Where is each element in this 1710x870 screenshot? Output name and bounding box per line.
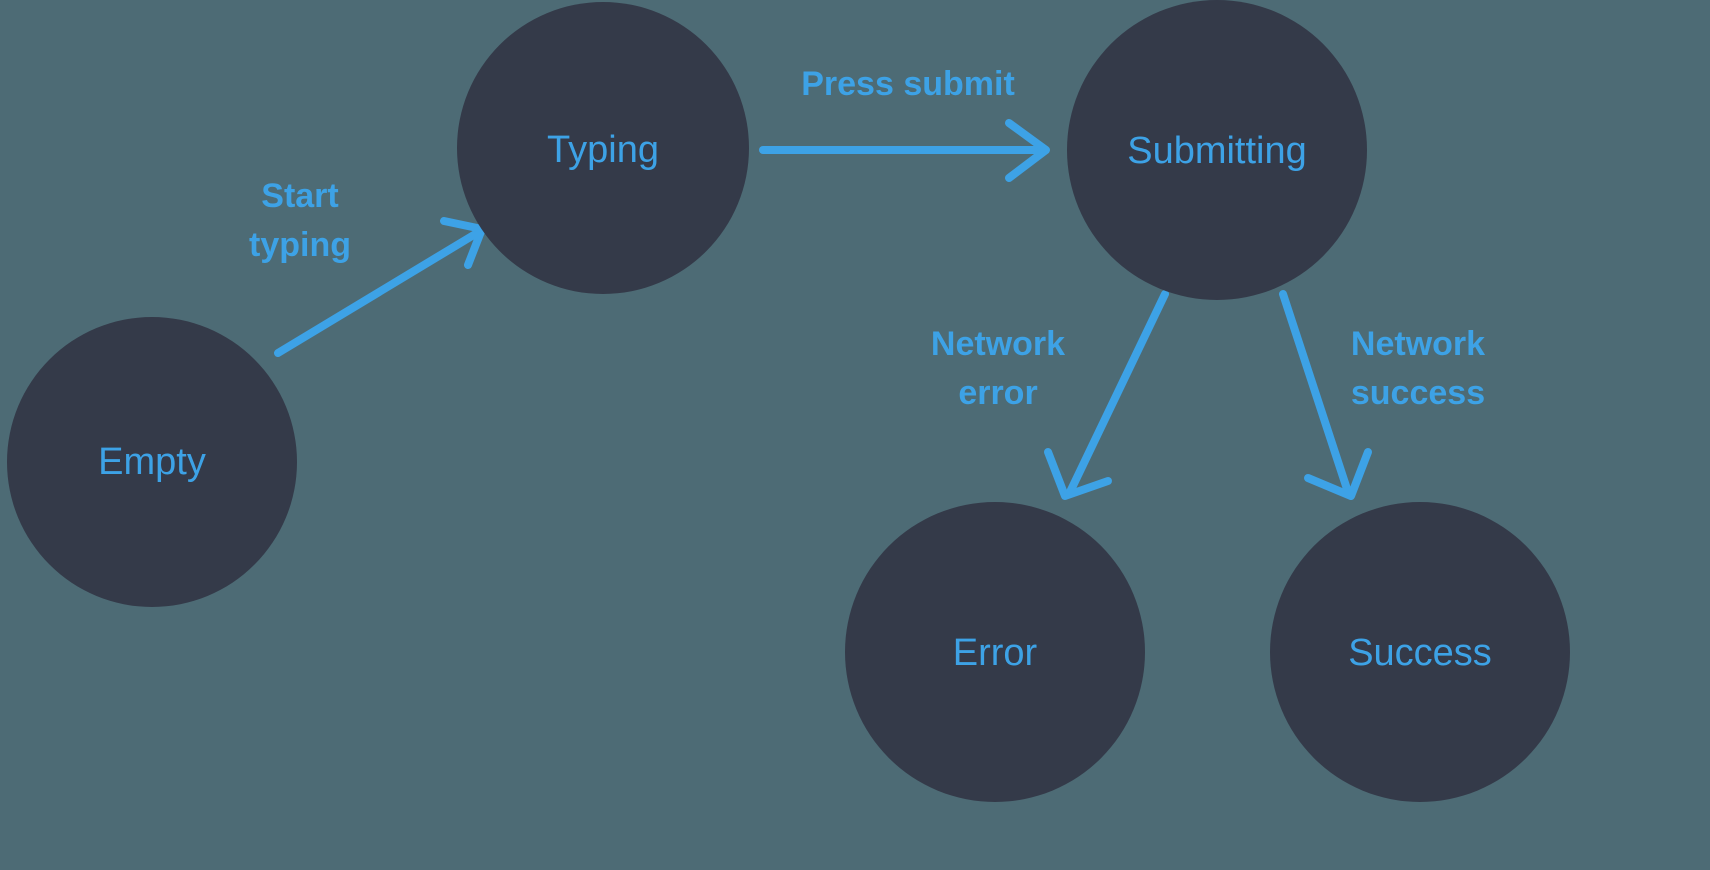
state-node-success-circle[interactable] bbox=[1270, 502, 1570, 802]
edge-empty-to-typing-line bbox=[274, 229, 481, 357]
state-node-submitting[interactable]: Submitting bbox=[1067, 0, 1367, 300]
state-node-success-label: Success bbox=[1348, 632, 1492, 674]
edge-label-start-typing-line1: Start bbox=[261, 177, 338, 215]
state-node-typing[interactable]: Typing bbox=[457, 2, 749, 294]
state-node-success[interactable]: Success bbox=[1270, 502, 1570, 802]
state-node-empty[interactable]: Empty bbox=[7, 317, 297, 607]
edge-submitting-to-error bbox=[1044, 290, 1169, 500]
edge-label-network-error-line1: Network bbox=[931, 325, 1065, 363]
edge-typing-to-submitting-arrowhead bbox=[1005, 119, 1050, 182]
edge-label-network-success-line2: success bbox=[1351, 374, 1485, 412]
edge-label-start-typing-line2: typing bbox=[249, 226, 351, 264]
edge-label-network-success: Network success bbox=[1351, 325, 1485, 412]
edge-submitting-to-success-arrowhead bbox=[1304, 448, 1372, 500]
edge-label-start-typing: Start typing bbox=[249, 177, 351, 264]
state-node-empty-label: Empty bbox=[98, 441, 206, 483]
edge-submitting-to-success-line bbox=[1279, 290, 1352, 496]
edge-typing-to-submitting bbox=[759, 119, 1050, 182]
edge-label-network-error: Network error bbox=[931, 325, 1065, 412]
edge-label-network-success-line1: Network bbox=[1351, 325, 1485, 363]
edge-submitting-to-error-arrowhead bbox=[1044, 448, 1112, 500]
state-node-error-circle[interactable] bbox=[845, 502, 1145, 802]
state-node-typing-circle[interactable] bbox=[457, 2, 749, 294]
edge-label-network-error-line2: error bbox=[958, 374, 1037, 412]
state-node-error[interactable]: Error bbox=[845, 502, 1145, 802]
state-node-error-label: Error bbox=[953, 632, 1038, 674]
edge-label-press-submit: Press submit bbox=[801, 65, 1015, 103]
edge-submitting-to-error-line bbox=[1066, 290, 1169, 496]
state-node-submitting-circle[interactable] bbox=[1067, 0, 1367, 300]
state-node-submitting-label: Submitting bbox=[1127, 130, 1307, 172]
state-node-typing-label: Typing bbox=[547, 129, 659, 171]
edge-label-press-submit-line1: Press submit bbox=[801, 65, 1015, 103]
edge-submitting-to-success bbox=[1279, 290, 1372, 500]
state-node-empty-circle[interactable] bbox=[7, 317, 297, 607]
